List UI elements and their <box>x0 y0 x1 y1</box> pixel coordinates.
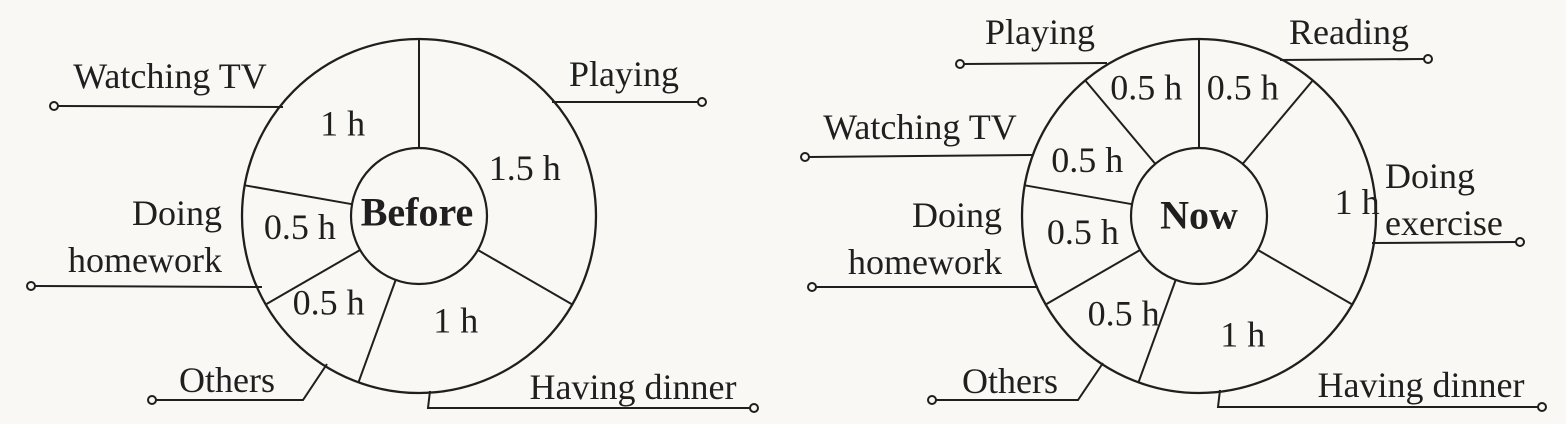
segment-value-label-having-dinner: 1 h <box>1220 315 1265 355</box>
segment-value-label-watching-tv: 1 h <box>320 104 365 144</box>
leader-line-doing-exercise <box>1371 241 1517 244</box>
segment-divider <box>244 184 353 206</box>
chart-center-label-before: Before <box>360 189 474 235</box>
leader-line-watching-tv <box>808 154 1033 158</box>
segment-value-label-doing-homework: 0.5 h <box>1047 212 1119 252</box>
segment-value-label-doing-exercise: 1 h <box>1335 182 1380 222</box>
leader-endpoint-dot-having-dinner <box>749 403 759 413</box>
segment-label-others-now: Others <box>962 361 1058 402</box>
segment-value-label-reading: 0.5 h <box>1207 67 1279 107</box>
segment-divider <box>1257 249 1353 306</box>
segment-divider <box>1045 249 1141 306</box>
leader-endpoint-dot-doing-exercise <box>1515 237 1525 247</box>
segment-divider <box>1137 279 1177 383</box>
segment-value-label-playing: 1.5 h <box>489 148 561 188</box>
leader-endpoint-dot-playing <box>697 97 707 107</box>
leader-line-others <box>156 363 328 401</box>
leader-endpoint-dot-watching-tv <box>49 101 59 111</box>
segment-value-label-watching-tv: 0.5 h <box>1051 140 1123 180</box>
segment-label-having-dinner-now: Having dinner <box>1317 365 1525 406</box>
leader-endpoint-dot-playing <box>955 59 965 69</box>
segment-divider <box>1024 184 1133 206</box>
leader-line-doing-homework <box>34 285 263 288</box>
segment-label-reading-now: Reading <box>1289 12 1409 53</box>
leader-endpoint-dot-watching-tv <box>800 152 810 162</box>
segment-label-watching-tv-before: Watching TV <box>73 56 267 97</box>
segment-divider <box>1084 79 1157 165</box>
segment-divider <box>265 249 361 306</box>
segment-value-label-playing: 0.5 h <box>1110 67 1182 107</box>
leader-endpoint-dot-having-dinner <box>1537 402 1547 412</box>
leader-line-others <box>936 362 1104 401</box>
segment-divider <box>357 279 397 383</box>
segment-label-having-dinner-before: Having dinner <box>529 367 737 408</box>
segment-divider <box>1241 79 1314 165</box>
leader-endpoint-dot-reading <box>1423 54 1433 64</box>
leader-line-playing <box>963 62 1108 65</box>
donut-chart-before: 1.5 h 1 h 0.5 h 0.5 h 1 h <box>26 37 759 413</box>
leader-line-having-dinner <box>1216 389 1538 408</box>
leader-endpoint-dot-doing-homework <box>26 281 36 291</box>
leader-line-watching-tv <box>57 105 284 108</box>
segment-value-label-doing-homework: 0.5 h <box>264 207 336 247</box>
donut-chart-now: 0.5 h 1 h 1 h 0.5 h 0.5 h 0.5 h 0.5 h <box>800 37 1547 412</box>
segment-label-playing-before: Playing <box>568 54 680 95</box>
leader-line-reading <box>1279 58 1425 61</box>
segment-value-label-others: 0.5 h <box>293 283 365 323</box>
segment-divider <box>477 249 573 306</box>
leader-endpoint-dot-others <box>927 395 937 405</box>
leader-line-having-dinner <box>426 390 750 409</box>
segment-label-doing-homework-before: Doing homework <box>68 193 222 280</box>
segment-value-label-having-dinner: 1 h <box>433 301 478 341</box>
segment-label-playing-now: Playing <box>984 12 1096 53</box>
leader-endpoint-dot-others <box>147 395 157 405</box>
leader-endpoint-dot-doing-homework <box>807 282 817 292</box>
chart-center-label-now: Now <box>1160 192 1238 238</box>
segment-label-watching-tv-now: Watching TV <box>823 107 1017 148</box>
segment-value-label-others: 0.5 h <box>1088 294 1160 334</box>
segment-label-doing-homework-now: Doing homework <box>848 195 1002 282</box>
segment-label-doing-exercise-now: Doing exercise <box>1385 156 1503 243</box>
segment-label-others-before: Others <box>179 360 275 401</box>
